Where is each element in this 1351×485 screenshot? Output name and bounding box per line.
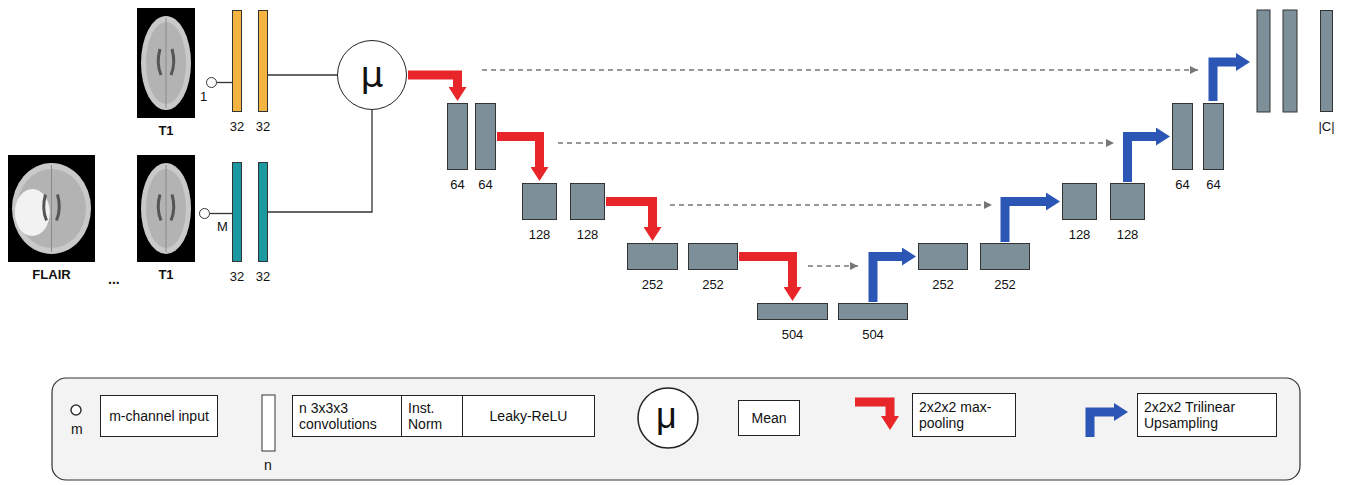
node-label: T1 <box>158 123 173 138</box>
legend-text: 2x2x2 Trilinear Upsampling <box>1144 399 1270 431</box>
legend-text: 2x2x2 max-pooling <box>919 399 1009 431</box>
conv-layer: 252 <box>918 243 968 270</box>
legend-box: m-channel input <box>100 395 218 437</box>
conv-layer: 504 <box>838 303 908 320</box>
node-label: 32 <box>256 269 270 284</box>
mri-slice: FLAIR <box>8 155 95 262</box>
maxpool-arrow <box>497 137 540 172</box>
mri-slice: T1 <box>137 155 195 262</box>
legend-text: m-channel input <box>109 408 209 424</box>
conv-layer: 64 <box>1203 103 1224 170</box>
legend-box: n 3x3x3 convolutions <box>292 395 402 437</box>
conv-layer: 128 <box>522 183 557 220</box>
upsample-arrow <box>1005 202 1050 243</box>
mean-node: μ <box>337 40 407 110</box>
maxpool-arrow <box>739 257 793 292</box>
ellipsis: ... <box>108 270 120 288</box>
node-label: M <box>217 219 228 234</box>
conv-layer: 128 <box>570 183 605 220</box>
conv-layer: 252 <box>980 243 1030 270</box>
mri-slice: T1 <box>137 8 195 118</box>
skip-connection <box>670 204 992 205</box>
conv-layer: 32 <box>258 162 268 262</box>
node-label: 504 <box>782 327 804 342</box>
maxpool-arrow <box>408 75 458 91</box>
node-label: T1 <box>158 267 173 282</box>
connector-line <box>217 82 232 83</box>
connector-line <box>268 110 372 212</box>
conv-layer: |C| <box>1320 10 1333 112</box>
node-label: 252 <box>932 277 954 292</box>
legend-box: Mean <box>738 400 800 436</box>
legend-symbol-label: n <box>264 456 272 474</box>
node-label: 64 <box>1175 177 1189 192</box>
conv-layer: 504 <box>757 303 828 320</box>
mean-symbol <box>638 388 698 448</box>
node-label: |C| <box>1318 119 1334 134</box>
legend-text: n 3x3x3 convolutions <box>299 400 395 432</box>
legend-symbol-label: m <box>71 420 83 438</box>
mean-symbol: μ <box>361 55 384 95</box>
brain-image <box>8 155 95 262</box>
maxpool-arrow <box>606 202 653 232</box>
legend-box: Inst. Norm <box>401 395 463 437</box>
input-port: M <box>199 208 210 219</box>
node-label: 32 <box>230 119 244 134</box>
legend-box: 2x2x2 max-pooling <box>912 393 1016 437</box>
skip-connection <box>808 265 858 266</box>
conv-layer: 128 <box>1062 183 1097 220</box>
node-label: 128 <box>577 227 599 242</box>
node-label: 128 <box>529 227 551 242</box>
skip-connection <box>482 69 1198 70</box>
brain-image <box>137 155 195 262</box>
conv-layer: 32 <box>232 162 242 262</box>
node-label: 1 <box>200 89 207 104</box>
legend-box: Leaky-ReLU <box>462 395 595 437</box>
legend-text: Inst. Norm <box>408 400 456 432</box>
connector-line <box>268 74 337 75</box>
brain-image <box>137 8 195 118</box>
connector-line <box>210 213 232 214</box>
conv-layer: 252 <box>688 243 738 270</box>
node-label: 64 <box>450 177 464 192</box>
legend-symbol-label: μ <box>656 396 677 436</box>
upsample-arrow <box>1128 137 1161 183</box>
node-label: 252 <box>702 277 724 292</box>
legend-panel <box>52 378 1300 480</box>
conv-layer: 252 <box>627 243 678 270</box>
conv-layer <box>1257 10 1270 112</box>
legend-box: 2x2x2 Trilinear Upsampling <box>1137 393 1277 437</box>
node-label: 64 <box>1206 177 1220 192</box>
upsample-symbol <box>1090 412 1118 437</box>
node-label: 32 <box>230 269 244 284</box>
node-label: FLAIR <box>32 267 70 282</box>
conv-layer <box>1283 10 1297 112</box>
node-label: 252 <box>642 277 664 292</box>
conv-layer: 32 <box>232 10 242 112</box>
conv-layer: 32 <box>258 10 268 112</box>
conv-symbol <box>262 395 275 451</box>
input-port: 1 <box>206 77 217 88</box>
node-label: 504 <box>862 327 884 342</box>
skip-connection <box>558 142 1114 143</box>
node-label: 252 <box>994 277 1016 292</box>
upsample-arrow <box>873 257 906 303</box>
conv-layer: 128 <box>1110 183 1145 220</box>
upsample-arrow <box>1213 62 1240 101</box>
legend-text: Mean <box>751 410 786 426</box>
node-label: 32 <box>256 119 270 134</box>
conv-layer: 64 <box>1172 103 1193 170</box>
pool-symbol <box>855 402 890 420</box>
legend-text: Leaky-ReLU <box>490 408 568 424</box>
conv-layer: 64 <box>447 103 468 170</box>
input-symbol <box>71 405 81 415</box>
node-label: 128 <box>1117 227 1139 242</box>
conv-layer: 64 <box>475 103 496 170</box>
node-label: 64 <box>478 177 492 192</box>
node-label: 128 <box>1069 227 1091 242</box>
